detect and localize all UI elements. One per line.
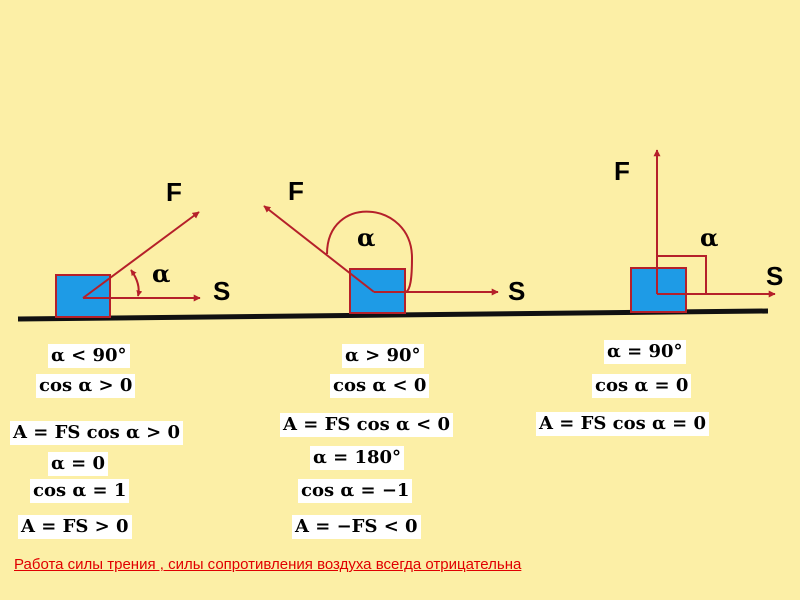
cosine-acute: cos α > 0 — [36, 374, 136, 398]
angle-arc-obtuse — [326, 210, 414, 293]
angle-label-obtuse: α — [357, 223, 375, 252]
condition-obtuse: α > 90° — [342, 344, 424, 368]
block-right — [630, 267, 687, 313]
cosine-zero: cos α = 1 — [30, 479, 130, 503]
angle-label-right: α — [700, 223, 718, 252]
work-obtuse: A = FS cos α < 0 — [280, 413, 453, 437]
work-straight: A = −FS < 0 — [292, 515, 421, 539]
force-vector-acute — [82, 211, 200, 299]
work-zero: A = FS > 0 — [18, 515, 132, 539]
cosine-straight: cos α = −1 — [298, 479, 413, 503]
displacement-label-right: S — [766, 261, 783, 291]
condition-straight: α = 180° — [310, 446, 405, 470]
force-vector-obtuse — [263, 205, 375, 293]
cosine-obtuse: cos α < 0 — [330, 374, 430, 398]
force-label-right: F — [614, 156, 630, 186]
force-label-obtuse: F — [288, 176, 304, 206]
angle-label-acute: α — [152, 259, 170, 288]
footer-note: Работа силы трения , силы сопротивления … — [14, 556, 522, 573]
displacement-label-acute: S — [213, 276, 230, 306]
right-angle-marker — [657, 255, 707, 294]
cosine-right: cos α = 0 — [592, 374, 692, 398]
displacement-label-obtuse: S — [508, 276, 525, 306]
work-acute: A = FS cos α > 0 — [10, 421, 183, 445]
angle-arc-acute — [130, 269, 143, 297]
condition-acute: α < 90° — [48, 344, 130, 368]
condition-zero: α = 0 — [48, 452, 108, 476]
work-right: A = FS cos α = 0 — [536, 412, 709, 436]
force-label-acute: F — [166, 177, 182, 207]
condition-right: α = 90° — [604, 340, 686, 364]
block-acute — [55, 274, 111, 318]
